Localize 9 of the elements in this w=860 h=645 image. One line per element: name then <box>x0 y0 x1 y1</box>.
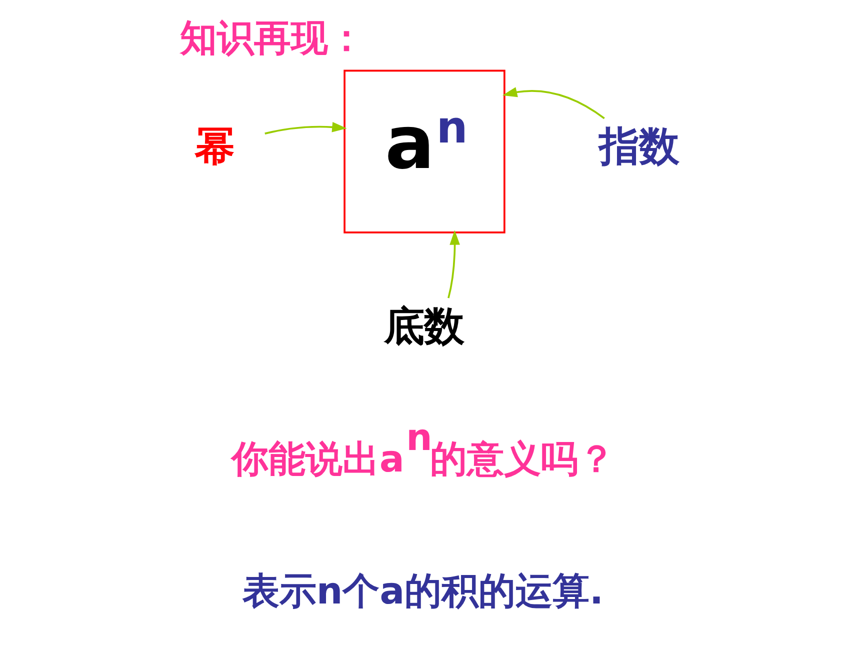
node-text: 指数 <box>599 122 680 170</box>
node-box: a$^{n}$ <box>344 70 506 234</box>
node-text: 幂 <box>194 122 235 170</box>
label: 表示n个a的积的运算. <box>242 570 604 613</box>
diagram-title: 知识再现： <box>180 16 366 60</box>
arrow <box>448 230 460 298</box>
arrow <box>502 87 605 120</box>
node-text: 底数 <box>384 302 464 350</box>
arrow <box>264 122 347 134</box>
